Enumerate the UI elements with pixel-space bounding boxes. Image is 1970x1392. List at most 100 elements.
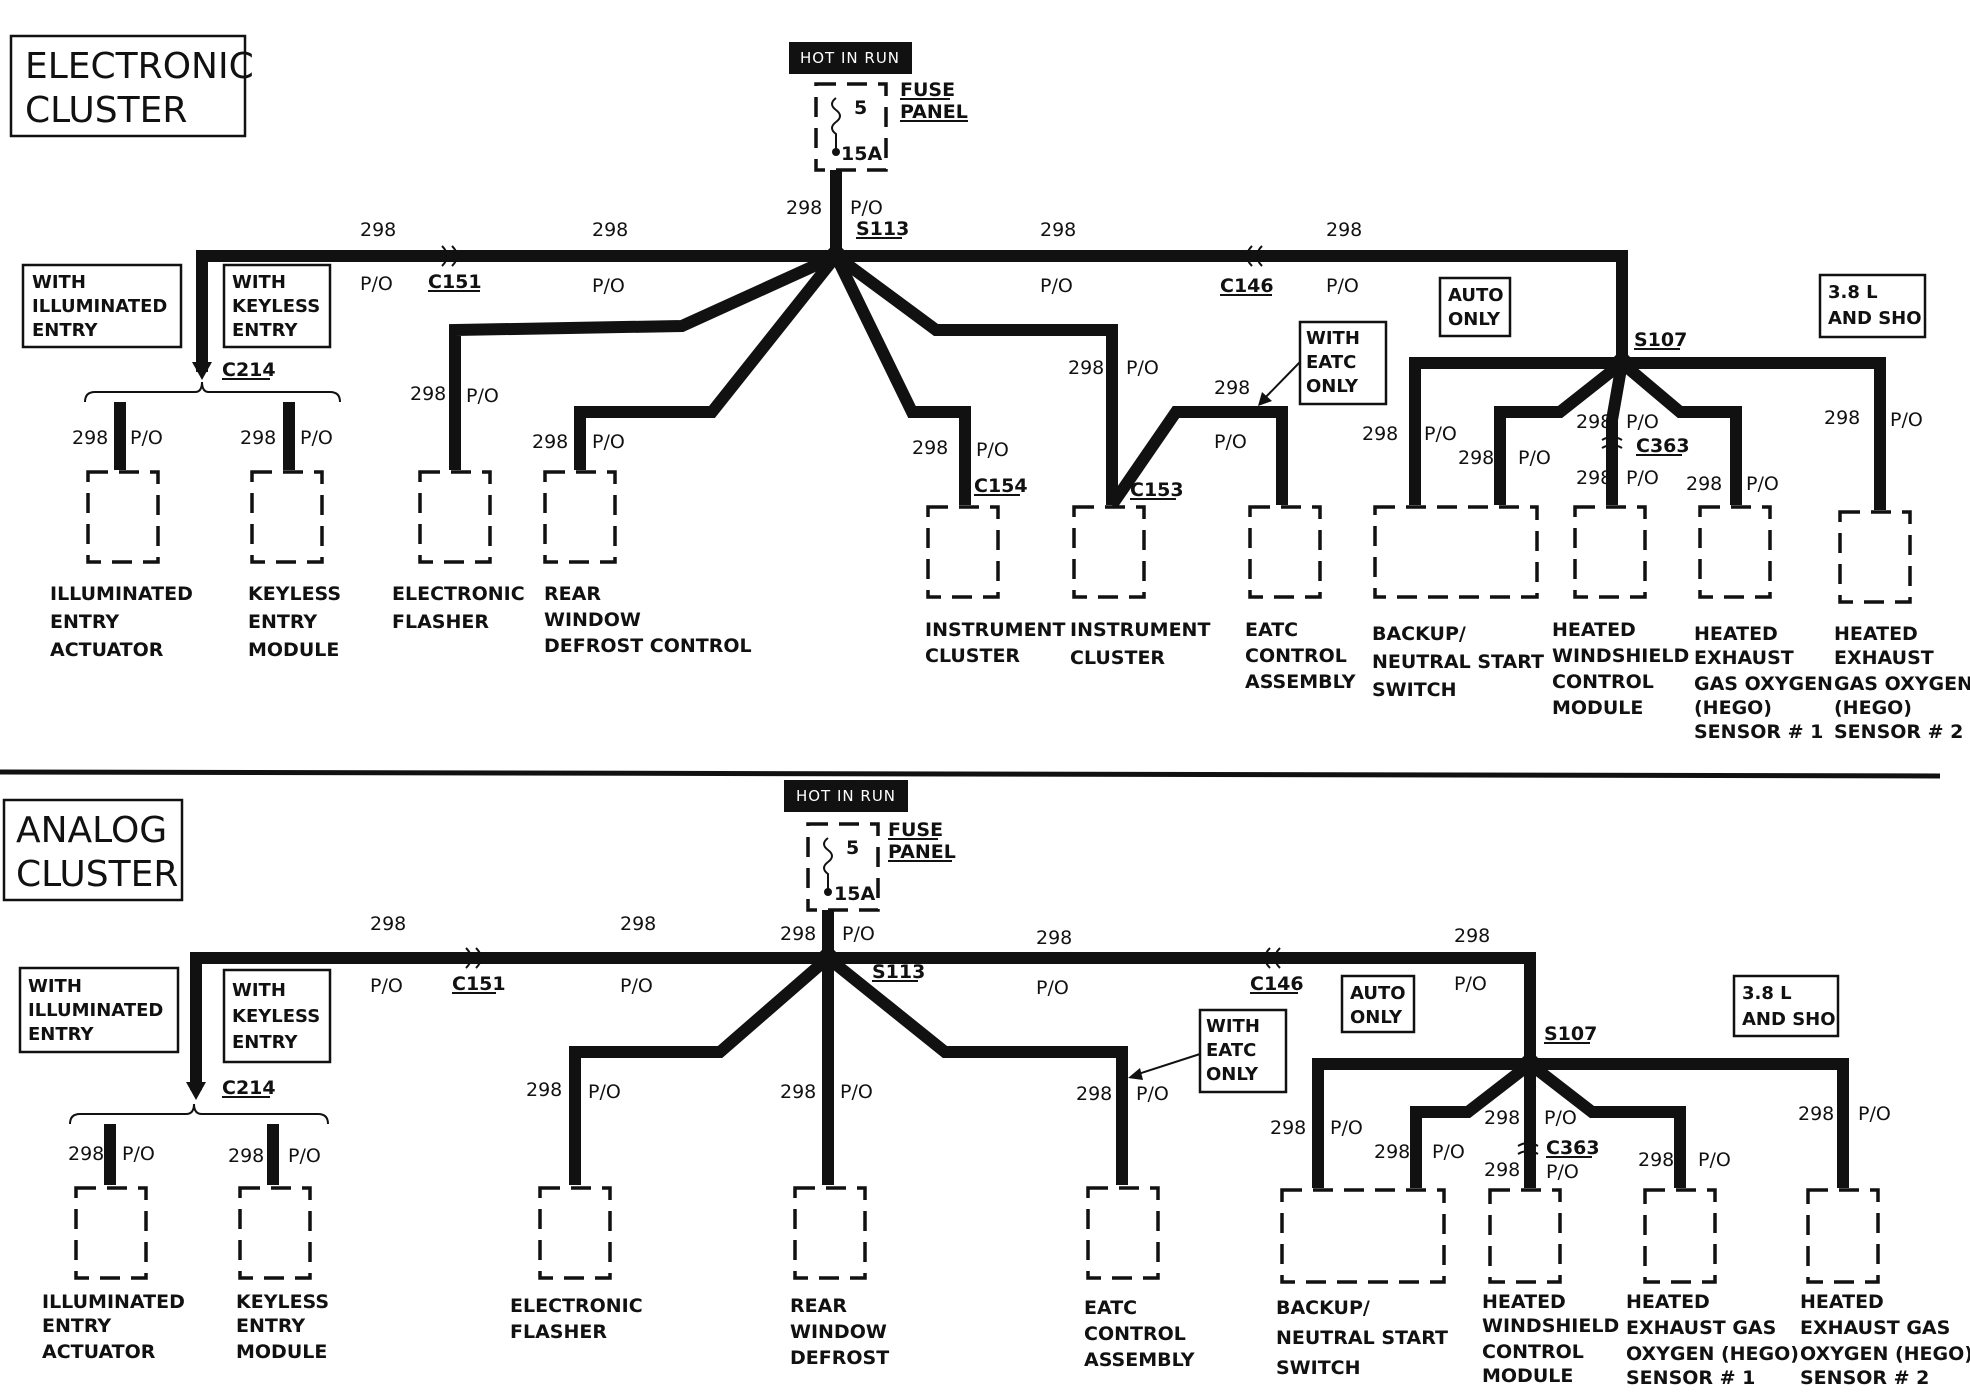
svg-text:BACKUP/: BACKUP/ <box>1372 623 1466 645</box>
analog-component-boxes <box>74 1186 1880 1284</box>
svg-text:P/O: P/O <box>1454 973 1487 995</box>
svg-text:HEATED: HEATED <box>1482 1291 1566 1313</box>
svg-text:ILLUMINATED: ILLUMINATED <box>42 1291 185 1313</box>
svg-text:EXHAUST GAS: EXHAUST GAS <box>1626 1317 1776 1339</box>
electronic-fuse-panel-1: FUSE <box>900 79 955 101</box>
svg-text:(HEGO): (HEGO) <box>1694 697 1772 719</box>
svg-text:SENSOR # 2: SENSOR # 2 <box>1800 1367 1929 1389</box>
svg-text:298: 298 <box>1484 1159 1520 1181</box>
electronic-note-auto-only <box>1438 276 1512 338</box>
electronic-c146-connector-icon <box>1246 245 1263 267</box>
analog-fuse-panel-2: PANEL <box>888 841 956 863</box>
svg-text:298: 298 <box>240 427 276 449</box>
electronic-c363-label: C363 <box>1636 435 1690 457</box>
analog-notes: WITH ILLUMINATED ENTRY WITH KEYLESS ENTR… <box>18 966 1840 1094</box>
svg-text:NEUTRAL START: NEUTRAL START <box>1372 651 1544 673</box>
svg-text:WITH: WITH <box>1306 328 1360 349</box>
svg-text:P/O: P/O <box>1330 1117 1363 1139</box>
svg-text:298: 298 <box>1040 219 1076 241</box>
svg-text:P/O: P/O <box>1136 1083 1169 1105</box>
svg-text:CONTROL: CONTROL <box>1482 1341 1584 1363</box>
analog-c151-connector-icon <box>465 947 482 969</box>
svg-text:INSTRUMENT: INSTRUMENT <box>925 619 1065 641</box>
svg-text:ELECTRONIC: ELECTRONIC <box>510 1295 643 1317</box>
svg-text:EATC: EATC <box>1206 1040 1256 1061</box>
svg-text:DEFROST CONTROL: DEFROST CONTROL <box>544 635 752 657</box>
svg-text:ENTRY: ENTRY <box>50 611 119 633</box>
svg-text:KEYLESS: KEYLESS <box>232 1006 320 1027</box>
electronic-s113-label: S113 <box>856 218 909 240</box>
svg-text:P/O: P/O <box>840 1081 873 1103</box>
electronic-fuse-element-icon <box>831 97 841 152</box>
analog-c146-connector-icon <box>1264 947 1281 969</box>
analog-title-line2: CLUSTER <box>16 854 178 895</box>
svg-text:SENSOR # 1: SENSOR # 1 <box>1694 721 1823 743</box>
svg-text:ONLY: ONLY <box>1306 376 1359 397</box>
svg-text:ILLUMINATED: ILLUMINATED <box>32 296 167 317</box>
svg-text:WINDSHIELD: WINDSHIELD <box>1552 645 1689 667</box>
svg-text:298: 298 <box>1576 411 1612 433</box>
section-divider <box>0 769 1941 779</box>
electronic-notes: WITH ILLUMINATED ENTRY WITH KEYLESS ENTR… <box>21 263 1927 406</box>
electronic-c214-label: C214 <box>222 359 276 381</box>
svg-text:P/O: P/O <box>588 1081 621 1103</box>
svg-text:298: 298 <box>1270 1117 1306 1139</box>
electronic-note-keyless-entry <box>222 263 332 349</box>
svg-text:REAR: REAR <box>544 583 601 605</box>
analog-s113-splice-icon <box>818 948 838 968</box>
svg-text:P/O: P/O <box>1326 275 1359 297</box>
svg-text:CONTROL: CONTROL <box>1552 671 1654 693</box>
svg-text:P/O: P/O <box>1546 1161 1579 1183</box>
electronic-c151-connector-icon <box>441 245 458 267</box>
analog-note-38-sho <box>1732 974 1840 1038</box>
electronic-title-line2: CLUSTER <box>25 90 187 131</box>
electronic-c151-label: C151 <box>428 271 482 293</box>
svg-text:BACKUP/: BACKUP/ <box>1276 1297 1370 1319</box>
svg-text:ASSEMBLY: ASSEMBLY <box>1245 671 1356 693</box>
analog-c214-brace <box>69 1103 329 1125</box>
svg-text:HEATED: HEATED <box>1834 623 1918 645</box>
electronic-c146-label: C146 <box>1220 275 1274 297</box>
electronic-c214-arrow-icon <box>192 362 212 380</box>
svg-text:ENTRY: ENTRY <box>232 320 299 341</box>
analog-note-keyless-entry <box>222 968 332 1064</box>
svg-text:3.8 L: 3.8 L <box>1742 983 1792 1004</box>
svg-text:GAS OXYGEN: GAS OXYGEN <box>1694 673 1833 695</box>
svg-text:P/O: P/O <box>850 197 883 219</box>
electronic-s113-splice-icon <box>826 246 846 266</box>
svg-text:MODULE: MODULE <box>248 639 339 661</box>
svg-text:MODULE: MODULE <box>236 1341 327 1363</box>
electronic-component-labels: ILLUMINATED ENTRY ACTUATOR KEYLESS ENTRY… <box>50 583 1970 743</box>
svg-text:298: 298 <box>410 383 446 405</box>
svg-text:WITH: WITH <box>32 272 86 293</box>
svg-text:P/O: P/O <box>1890 409 1923 431</box>
electronic-c154-label: C154 <box>974 475 1028 497</box>
electronic-cluster-section: ELECTRONIC CLUSTER HOT IN RUN 5 15A FUSE… <box>9 34 1970 743</box>
analog-hot-in-run-badge <box>784 780 908 812</box>
electronic-fuse-number: 5 <box>854 97 867 119</box>
svg-text:298: 298 <box>1068 357 1104 379</box>
svg-text:3.8 L: 3.8 L <box>1828 282 1878 303</box>
svg-text:HEATED: HEATED <box>1552 619 1636 641</box>
analog-fuse-rating: 15A <box>834 883 875 905</box>
svg-text:CLUSTER: CLUSTER <box>1070 647 1165 669</box>
electronic-fuse-panel-2: PANEL <box>900 101 968 123</box>
svg-text:298: 298 <box>592 219 628 241</box>
svg-text:P/O: P/O <box>466 385 499 407</box>
svg-text:SWITCH: SWITCH <box>1276 1357 1361 1379</box>
svg-text:INSTRUMENT: INSTRUMENT <box>1070 619 1210 641</box>
svg-text:298: 298 <box>228 1145 264 1167</box>
analog-fuse-number: 5 <box>846 837 859 859</box>
svg-text:P/O: P/O <box>592 275 625 297</box>
svg-text:298: 298 <box>1576 467 1612 489</box>
svg-text:ENTRY: ENTRY <box>32 320 99 341</box>
svg-text:AUTO: AUTO <box>1350 983 1406 1004</box>
svg-text:P/O: P/O <box>976 439 1009 461</box>
electronic-hot-in-run-label: HOT IN RUN <box>800 49 900 67</box>
svg-text:ACTUATOR: ACTUATOR <box>50 639 164 661</box>
electronic-c214-brace <box>84 381 341 403</box>
analog-c214-label: C214 <box>222 1077 276 1099</box>
electronic-fuse-terminal-icon <box>832 148 840 156</box>
svg-text:P/O: P/O <box>1036 977 1069 999</box>
